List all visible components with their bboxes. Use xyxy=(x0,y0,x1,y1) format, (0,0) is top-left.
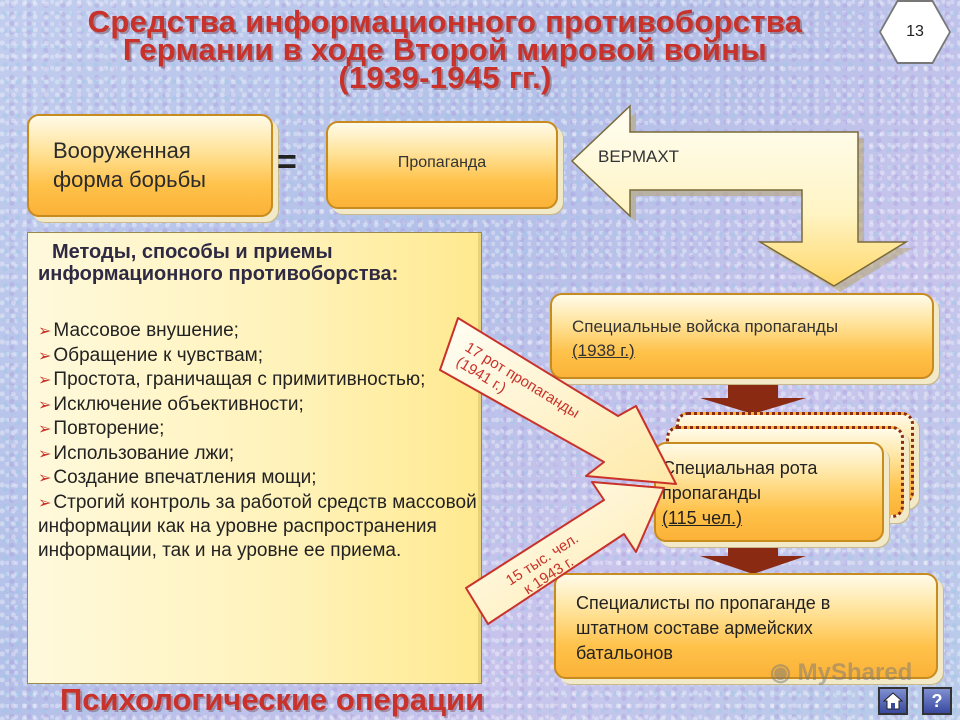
company-line-3: (115 чел.) xyxy=(662,508,742,528)
home-button[interactable] xyxy=(878,687,908,715)
method-item: ➢Строгий контроль за работой средств мас… xyxy=(38,491,483,563)
company-line-2: пропаганды xyxy=(662,483,762,503)
method-text: Исключение объективности; xyxy=(53,393,304,415)
home-icon xyxy=(883,692,903,710)
arrow-bullet-icon: ➢ xyxy=(38,323,52,340)
footer-title: Психологические операции xyxy=(60,682,485,717)
arrow-bullet-icon: ➢ xyxy=(38,470,52,487)
armed-struggle-label: Вооруженная форма борьбы xyxy=(53,136,206,194)
special-troops-year: (1938 г.) xyxy=(572,341,635,360)
special-company-box: Специальная рота пропаганды (115 чел.) xyxy=(654,442,884,542)
wehrmacht-arrow-shape xyxy=(570,104,909,287)
propaganda-box: Пропаганда xyxy=(326,121,558,209)
propaganda-label: Пропаганда xyxy=(397,154,487,171)
methods-heading: Методы, способы и приемы информационного… xyxy=(38,241,399,285)
special-troops-text: Специальные войска пропаганды xyxy=(572,317,839,336)
specialists-label: Специалисты по пропаганде в штатном сост… xyxy=(576,591,830,666)
method-item: ➢Массовое внушение; xyxy=(38,319,483,344)
title-line-3: (1939-1945 гг.) xyxy=(338,60,552,95)
special-troops-label: Специальные войска пропаганды (1938 г.) xyxy=(572,315,838,363)
slide-number: 13 xyxy=(906,23,924,40)
arrow-bullet-icon: ➢ xyxy=(38,347,52,365)
arrow-bullet-icon: ➢ xyxy=(38,494,52,512)
armed-struggle-box: Вооруженная форма борьбы xyxy=(27,114,273,217)
watermark-text: MyShared xyxy=(797,659,913,686)
method-text: Повторение; xyxy=(53,418,165,439)
method-text: Использование лжи; xyxy=(53,442,235,464)
equals-sign: = xyxy=(277,143,297,181)
arrow-bullet-icon: ➢ xyxy=(38,421,52,438)
methods-panel: Методы, способы и приемы информационного… xyxy=(27,232,482,684)
method-item: ➢Использование лжи; xyxy=(38,442,483,467)
methods-list: ➢Массовое внушение; ➢Обращение к чувства… xyxy=(38,319,483,562)
method-text: Простота, граничащая с примитивностью; xyxy=(53,369,426,390)
arrow-bullet-icon: ➢ xyxy=(38,396,52,414)
specialists-line-2: штатном составе армейских xyxy=(576,618,813,638)
help-button[interactable]: ? xyxy=(922,687,952,715)
specialists-box: Специалисты по пропаганде в штатном сост… xyxy=(554,573,938,679)
special-company-label: Специальная рота пропаганды (115 чел.) xyxy=(662,456,817,531)
watermark-logo-icon: ◉ xyxy=(770,659,791,686)
special-troops-box: Специальные войска пропаганды (1938 г.) xyxy=(550,293,934,379)
armed-line-1: Вооруженная xyxy=(53,138,191,163)
arrow-bullet-icon: ➢ xyxy=(38,445,52,463)
method-item: ➢Простота, граничащая с примитивностью; xyxy=(38,368,483,393)
arrow-17-companies: 17 рот пропаганды (1941 г.) xyxy=(439,317,677,485)
method-item: ➢Исключение объективности; xyxy=(38,393,483,418)
down-arrow-1 xyxy=(700,378,806,414)
wehrmacht-label: ВЕРМАХТ xyxy=(598,147,679,166)
company-line-1: Специальная рота xyxy=(662,458,818,478)
armed-line-2: форма борьбы xyxy=(53,167,206,192)
question-icon: ? xyxy=(931,690,943,711)
method-text: Обращение к чувствам; xyxy=(53,344,263,366)
method-text: Массовое внушение; xyxy=(53,320,239,341)
title-line-1: Средства информационного противоборства xyxy=(87,4,803,39)
slide-title: Средства информационного противоборства … xyxy=(20,4,870,95)
method-item: ➢Повторение; xyxy=(38,417,483,442)
method-text: Создание впечатления мощи; xyxy=(53,467,317,488)
specialists-line-1: Специалисты по пропаганде в xyxy=(576,593,831,613)
arrow-15-thousand: 15 тыс. чел. к 1943 г. xyxy=(465,481,665,625)
method-text: Строгий контроль за работой средств масс… xyxy=(38,491,477,561)
method-item: ➢Создание впечатления мощи; xyxy=(38,466,483,491)
title-line-2: Германии в ходе Второй мировой войны xyxy=(122,32,768,67)
down-arrow-2 xyxy=(700,540,806,574)
watermark: ◉ MyShared xyxy=(770,658,912,687)
specialists-line-3: батальонов xyxy=(576,643,673,663)
arrow-bullet-icon: ➢ xyxy=(38,372,52,389)
method-item: ➢Обращение к чувствам; xyxy=(38,344,483,369)
